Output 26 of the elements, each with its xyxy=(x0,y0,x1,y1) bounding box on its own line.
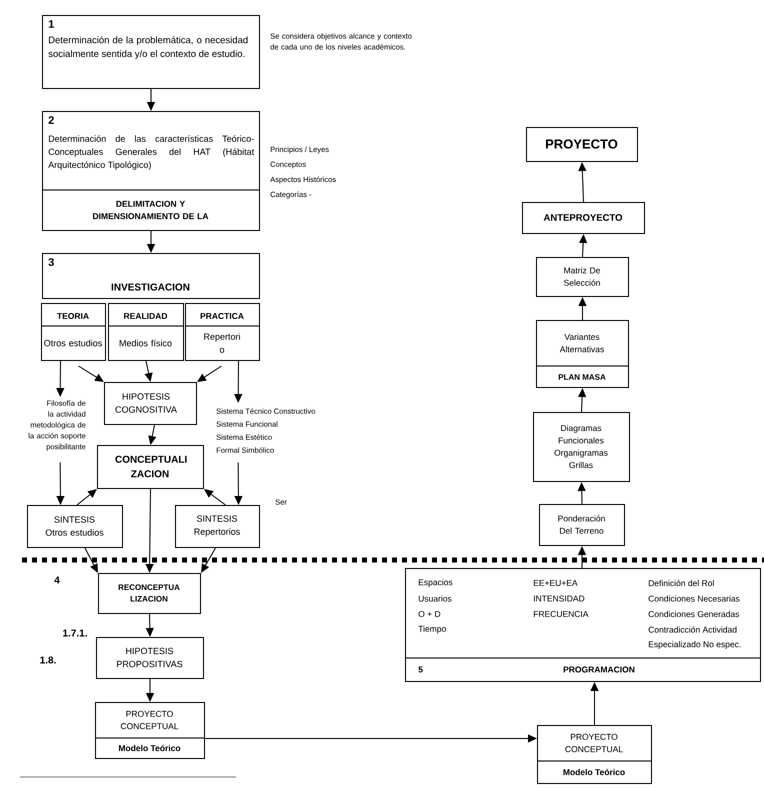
process-box: 1 Determinación de la problemática, o necesidad socialmente sentida y/o el contexto de estudio. xyxy=(42,15,260,89)
process-box: Ponderación Del Terreno xyxy=(539,504,625,546)
arrow xyxy=(204,489,226,506)
process-box: Matriz De Selección xyxy=(536,257,629,297)
process-box: PRACTICA Repertori o xyxy=(184,303,260,361)
process-box: CONCEPTUALI ZACION xyxy=(97,445,204,489)
process-box: SINTESIS Repertorios xyxy=(175,505,260,548)
process-box: SINTESIS Otros estudios xyxy=(27,505,123,548)
step-number: 4 xyxy=(54,576,60,584)
process-box: PROYECTO xyxy=(526,127,638,162)
process-box: PROYECTO CONCEPTUAL Modelo Teórico xyxy=(94,702,205,759)
process-box: 2 Determinación de las características Teórico-Conceptuales Generales del HAT (Hábitat Arquitectónico Tipológico) DELIMITACION Y DIMENSIONAMIENTO DE LA xyxy=(42,111,260,231)
process-box: Espacios Usuarios O + D Tiempo EE+EU+EA INTENSIDAD FRECUENCIA Definición del Rol Condiciones Necesarias Condiciones Generadas Contradicción Actividad Especializado No espec. 5 PROGRAMACION xyxy=(404,568,761,682)
process-box: REALIDAD Medios físico xyxy=(108,303,184,361)
process-box: ANTEPROYECTO xyxy=(522,202,645,234)
process-box: Diagramas Funcionales Organigramas Grillas xyxy=(533,412,630,482)
process-box: 3 INVESTIGACION xyxy=(42,253,260,299)
arrow xyxy=(76,489,97,506)
process-box: PROYECTO CONCEPTUAL Modelo Teórico xyxy=(536,725,652,784)
step-number: 1.7.1. xyxy=(63,630,87,636)
process-box: TEORIA Otros estudios xyxy=(40,303,106,361)
process-box: HIPOTESIS PROPOSITIVAS xyxy=(96,637,204,679)
process-box: Variantes Alternativas PLAN MASA xyxy=(536,320,629,388)
step-number: 1.8. xyxy=(40,656,56,664)
process-box: RECONCEPTUA LIZACION xyxy=(98,573,201,614)
process-box: HIPOTESIS COGNOSITIVA xyxy=(104,382,197,425)
